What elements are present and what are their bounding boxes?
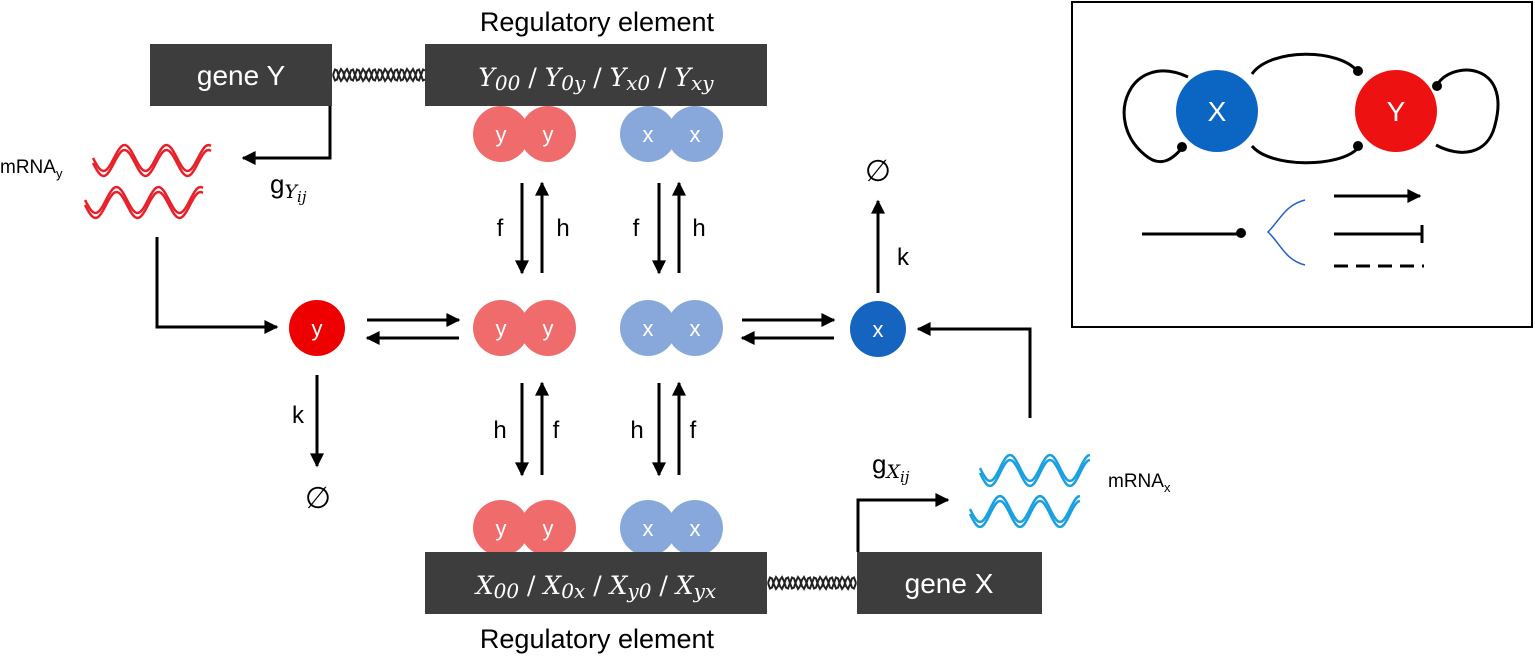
svg-text:x: x bbox=[643, 516, 654, 541]
svg-text:x: x bbox=[873, 317, 884, 342]
rate-h-top-y: h bbox=[556, 215, 569, 242]
rate-f-top-x: f bbox=[633, 215, 640, 242]
regulatory-states-top: Y00 / Y0y / Yx0 / Yxy bbox=[478, 63, 714, 95]
svg-text:y: y bbox=[543, 122, 554, 147]
svg-text:y: y bbox=[312, 316, 323, 341]
dna-helix-bottom bbox=[767, 575, 857, 591]
svg-text:x: x bbox=[643, 316, 654, 341]
gene-x-box bbox=[857, 552, 1042, 614]
regulatory-title-top: Regulatory element bbox=[480, 7, 715, 37]
mrna-y-label: mRNAy bbox=[0, 157, 63, 181]
svg-text:x: x bbox=[643, 122, 654, 147]
svg-text:y: y bbox=[496, 516, 507, 541]
regulatory-title-bottom: Regulatory element bbox=[480, 624, 715, 654]
mrna-x-wave bbox=[968, 453, 1091, 529]
gene-y-box bbox=[150, 44, 332, 106]
transcription-arrow-y bbox=[241, 106, 332, 165]
rate-k-x: k bbox=[897, 244, 910, 271]
legend-edge-key bbox=[1142, 189, 1424, 268]
rate-k-y: k bbox=[292, 402, 305, 429]
translation-arrow-y bbox=[155, 237, 279, 334]
x-monomer: x bbox=[850, 301, 906, 357]
legend-box bbox=[1071, 1, 1533, 328]
degradation-symbol-x: ∅ bbox=[865, 155, 891, 188]
binding-arrows-bottom bbox=[515, 381, 686, 477]
svg-text:Y: Y bbox=[1387, 96, 1406, 127]
x-dimer-top: x x bbox=[620, 106, 723, 162]
svg-text:y: y bbox=[543, 516, 554, 541]
degradation-symbol-y: ∅ bbox=[305, 482, 331, 515]
rate-f-bottom-y: f bbox=[553, 417, 560, 444]
rate-h-bottom-y: h bbox=[493, 417, 506, 444]
transcription-arrow-x bbox=[856, 493, 950, 552]
svg-text:x: x bbox=[690, 122, 701, 147]
y-dimer-bottom: y y bbox=[473, 500, 576, 556]
rate-f-bottom-x: f bbox=[690, 417, 697, 444]
y-monomer: y bbox=[289, 300, 345, 356]
svg-text:y: y bbox=[496, 316, 507, 341]
rate-h-bottom-x: h bbox=[630, 417, 643, 444]
svg-text:X: X bbox=[1208, 96, 1227, 127]
gene-y-label: gene Y bbox=[197, 60, 286, 91]
legend-node-y: Y bbox=[1355, 70, 1437, 152]
svg-text:x: x bbox=[690, 516, 701, 541]
rate-h-top-x: h bbox=[692, 215, 705, 242]
binding-arrows-top bbox=[515, 181, 686, 275]
regulatory-states-bottom: X00 / X0x / Xy0 / Xyx bbox=[474, 571, 716, 603]
svg-text:x: x bbox=[690, 316, 701, 341]
rate-gx-label: gXij bbox=[872, 449, 910, 486]
gene-x-label: gene X bbox=[905, 568, 994, 599]
regulatory-box-bottom bbox=[425, 552, 767, 614]
svg-text:y: y bbox=[496, 122, 507, 147]
y-dimer-top: y y bbox=[473, 106, 576, 162]
x-dimer-bottom: x x bbox=[620, 500, 723, 556]
svg-text:y: y bbox=[543, 316, 554, 341]
legend-node-x: X bbox=[1176, 70, 1258, 152]
regulatory-box-top bbox=[425, 44, 767, 106]
dimerization-arrows-x bbox=[740, 313, 836, 345]
dimerization-arrows-y bbox=[365, 313, 461, 345]
mrna-y-wave bbox=[83, 143, 212, 220]
y-dimer-middle: y y bbox=[473, 300, 576, 356]
x-dimer-middle: x x bbox=[620, 300, 723, 356]
dna-helix-top bbox=[332, 67, 426, 83]
mrna-x-label: mRNAx bbox=[1108, 471, 1171, 495]
translation-arrow-x bbox=[916, 322, 1032, 418]
legend-network bbox=[1122, 52, 1500, 165]
rate-gy-label: gYij bbox=[270, 169, 307, 206]
rate-f-top-y: f bbox=[497, 215, 504, 242]
